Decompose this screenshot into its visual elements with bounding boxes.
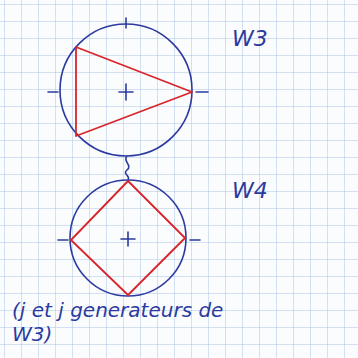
group-name: W4 (232, 178, 322, 204)
triangle (76, 47, 192, 136)
group-name: W3 (232, 26, 322, 52)
square (71, 181, 185, 295)
axis-ticks (48, 18, 208, 100)
bottom-circle-group (58, 180, 200, 296)
top-circle-group (48, 18, 208, 156)
squiggle-link (125, 156, 128, 180)
note: (j et j generateurs de W3) (12, 298, 262, 346)
